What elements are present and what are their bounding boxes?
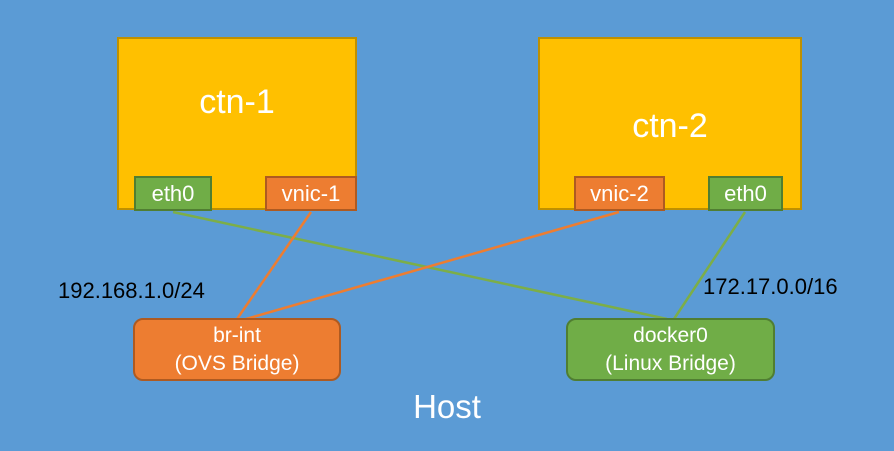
link-vnic-2-to-br-int <box>245 210 620 321</box>
container-ctn-1: ctn-1 <box>117 37 357 210</box>
interface-label: eth0 <box>724 180 767 206</box>
container-title: ctn-1 <box>199 83 275 121</box>
interface-vnic-1: vnic-1 <box>265 176 357 211</box>
interface-label: vnic-1 <box>281 180 341 206</box>
interface-eth0-ctn-1: eth0 <box>134 176 212 211</box>
interface-label: eth0 <box>151 180 195 206</box>
container-title: ctn-2 <box>632 107 708 145</box>
bridge-name: br-int <box>213 323 261 347</box>
subnet-label-docker: 172.17.0.0/16 <box>703 274 838 299</box>
host-label: Host <box>413 388 481 425</box>
link-eth0-2-to-docker0 <box>672 211 747 320</box>
bridge-name: docker0 <box>633 323 708 347</box>
link-vnic-1-to-br-int <box>235 211 313 320</box>
bridge-docker0: docker0 (Linux Bridge) <box>566 318 775 381</box>
interface-eth0-ctn-2: eth0 <box>708 176 783 211</box>
subnet-label-ovs: 192.168.1.0/24 <box>58 278 205 303</box>
bridge-subtitle: (Linux Bridge) <box>605 351 736 375</box>
interface-vnic-2: vnic-2 <box>574 176 665 211</box>
bridge-br-int: br-int (OVS Bridge) <box>133 318 341 381</box>
bridge-subtitle: (OVS Bridge) <box>174 351 300 375</box>
link-eth0-1-to-docker0 <box>172 210 668 321</box>
interface-label: vnic-2 <box>590 180 649 206</box>
